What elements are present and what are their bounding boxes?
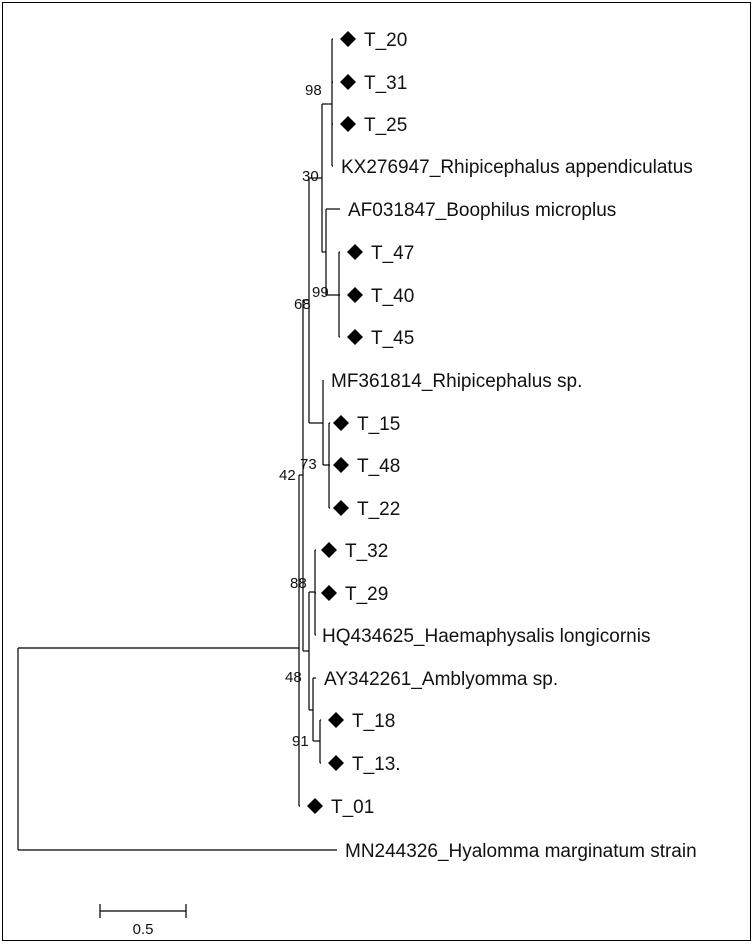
scale-bar: 0.5 xyxy=(99,904,187,938)
diamond-marker-icon xyxy=(321,585,337,601)
leaf-markers xyxy=(307,31,363,814)
leaf-label: T_15 xyxy=(357,414,400,435)
bootstrap-value: 68 xyxy=(294,296,311,313)
diamond-marker-icon xyxy=(333,500,349,516)
bootstrap-value: 88 xyxy=(290,575,307,592)
diamond-marker-icon xyxy=(347,244,363,260)
leaf-label: T_13. xyxy=(352,754,401,775)
bootstrap-value: 91 xyxy=(292,733,309,750)
leaf-label: AF031847_Boophilus microplus xyxy=(348,200,616,221)
leaf-label: T_18 xyxy=(352,711,395,732)
leaf-label: MN244326_Hyalomma marginatum strain xyxy=(345,841,697,862)
diamond-marker-icon xyxy=(321,542,337,558)
bootstrap-value: 30 xyxy=(302,168,319,185)
leaf-label: KX276947_Rhipicephalus appendiculatus xyxy=(341,157,693,178)
diamond-marker-icon xyxy=(333,415,349,431)
tree-branches xyxy=(17,38,340,851)
leaf-label: T_40 xyxy=(371,286,414,307)
leaf-label: T_01 xyxy=(331,797,374,818)
diamond-marker-icon xyxy=(307,798,323,814)
bootstrap-value: 73 xyxy=(300,456,317,473)
diamond-marker-icon xyxy=(328,712,344,728)
diamond-marker-icon xyxy=(328,755,344,771)
leaf-label: AY342261_Amblyomma sp. xyxy=(324,669,558,690)
leaf-label: HQ434625_Haemaphysalis longicornis xyxy=(322,626,650,647)
diamond-marker-icon xyxy=(340,116,356,132)
diamond-marker-icon xyxy=(340,31,356,47)
leaf-label: T_22 xyxy=(357,499,400,520)
leaf-label: MF361814_Rhipicephalus sp. xyxy=(331,371,582,392)
leaf-label: T_47 xyxy=(371,243,414,264)
diamond-marker-icon xyxy=(347,287,363,303)
bootstrap-value: 42 xyxy=(279,467,296,484)
leaf-label: T_48 xyxy=(357,456,400,477)
bootstrap-value: 48 xyxy=(285,669,302,686)
diamond-marker-icon xyxy=(333,457,349,473)
leaf-label: T_29 xyxy=(345,584,388,605)
scale-bar-label: 0.5 xyxy=(133,921,154,938)
bootstrap-value: 98 xyxy=(305,82,322,99)
leaf-label: T_20 xyxy=(364,30,407,51)
leaf-label: T_25 xyxy=(364,115,407,136)
diamond-marker-icon xyxy=(347,329,363,345)
leaf-label: T_31 xyxy=(364,73,407,94)
diamond-marker-icon xyxy=(340,74,356,90)
bootstrap-value: 99 xyxy=(312,284,329,301)
leaf-label: T_32 xyxy=(345,541,388,562)
leaf-label: T_45 xyxy=(371,328,414,349)
